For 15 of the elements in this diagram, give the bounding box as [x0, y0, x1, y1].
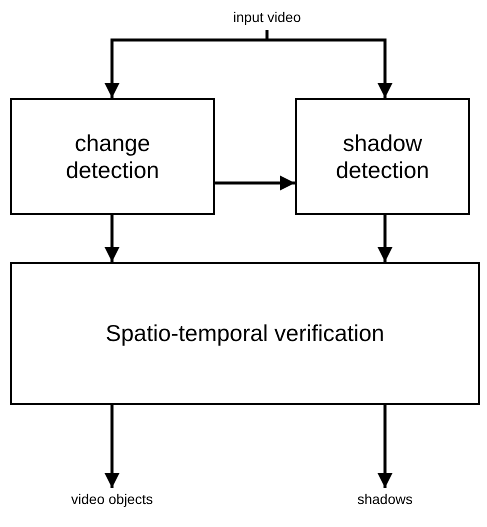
process-box: [10, 98, 215, 215]
process-box: [10, 262, 480, 405]
arrow: [266, 30, 392, 98]
arrow: [378, 405, 392, 488]
flow-label: shadows: [357, 491, 413, 507]
flow-label: input video: [233, 9, 301, 25]
process-box: [295, 98, 470, 215]
arrow: [215, 176, 295, 190]
flow-label: video objects: [71, 491, 153, 507]
arrow: [104, 215, 120, 262]
box-label: Spatio-temporal verification: [106, 320, 384, 347]
arrow: [104, 405, 120, 488]
box-label: shadow detection: [334, 130, 430, 184]
arrow: [378, 215, 392, 262]
box-label: change detection: [64, 130, 160, 184]
